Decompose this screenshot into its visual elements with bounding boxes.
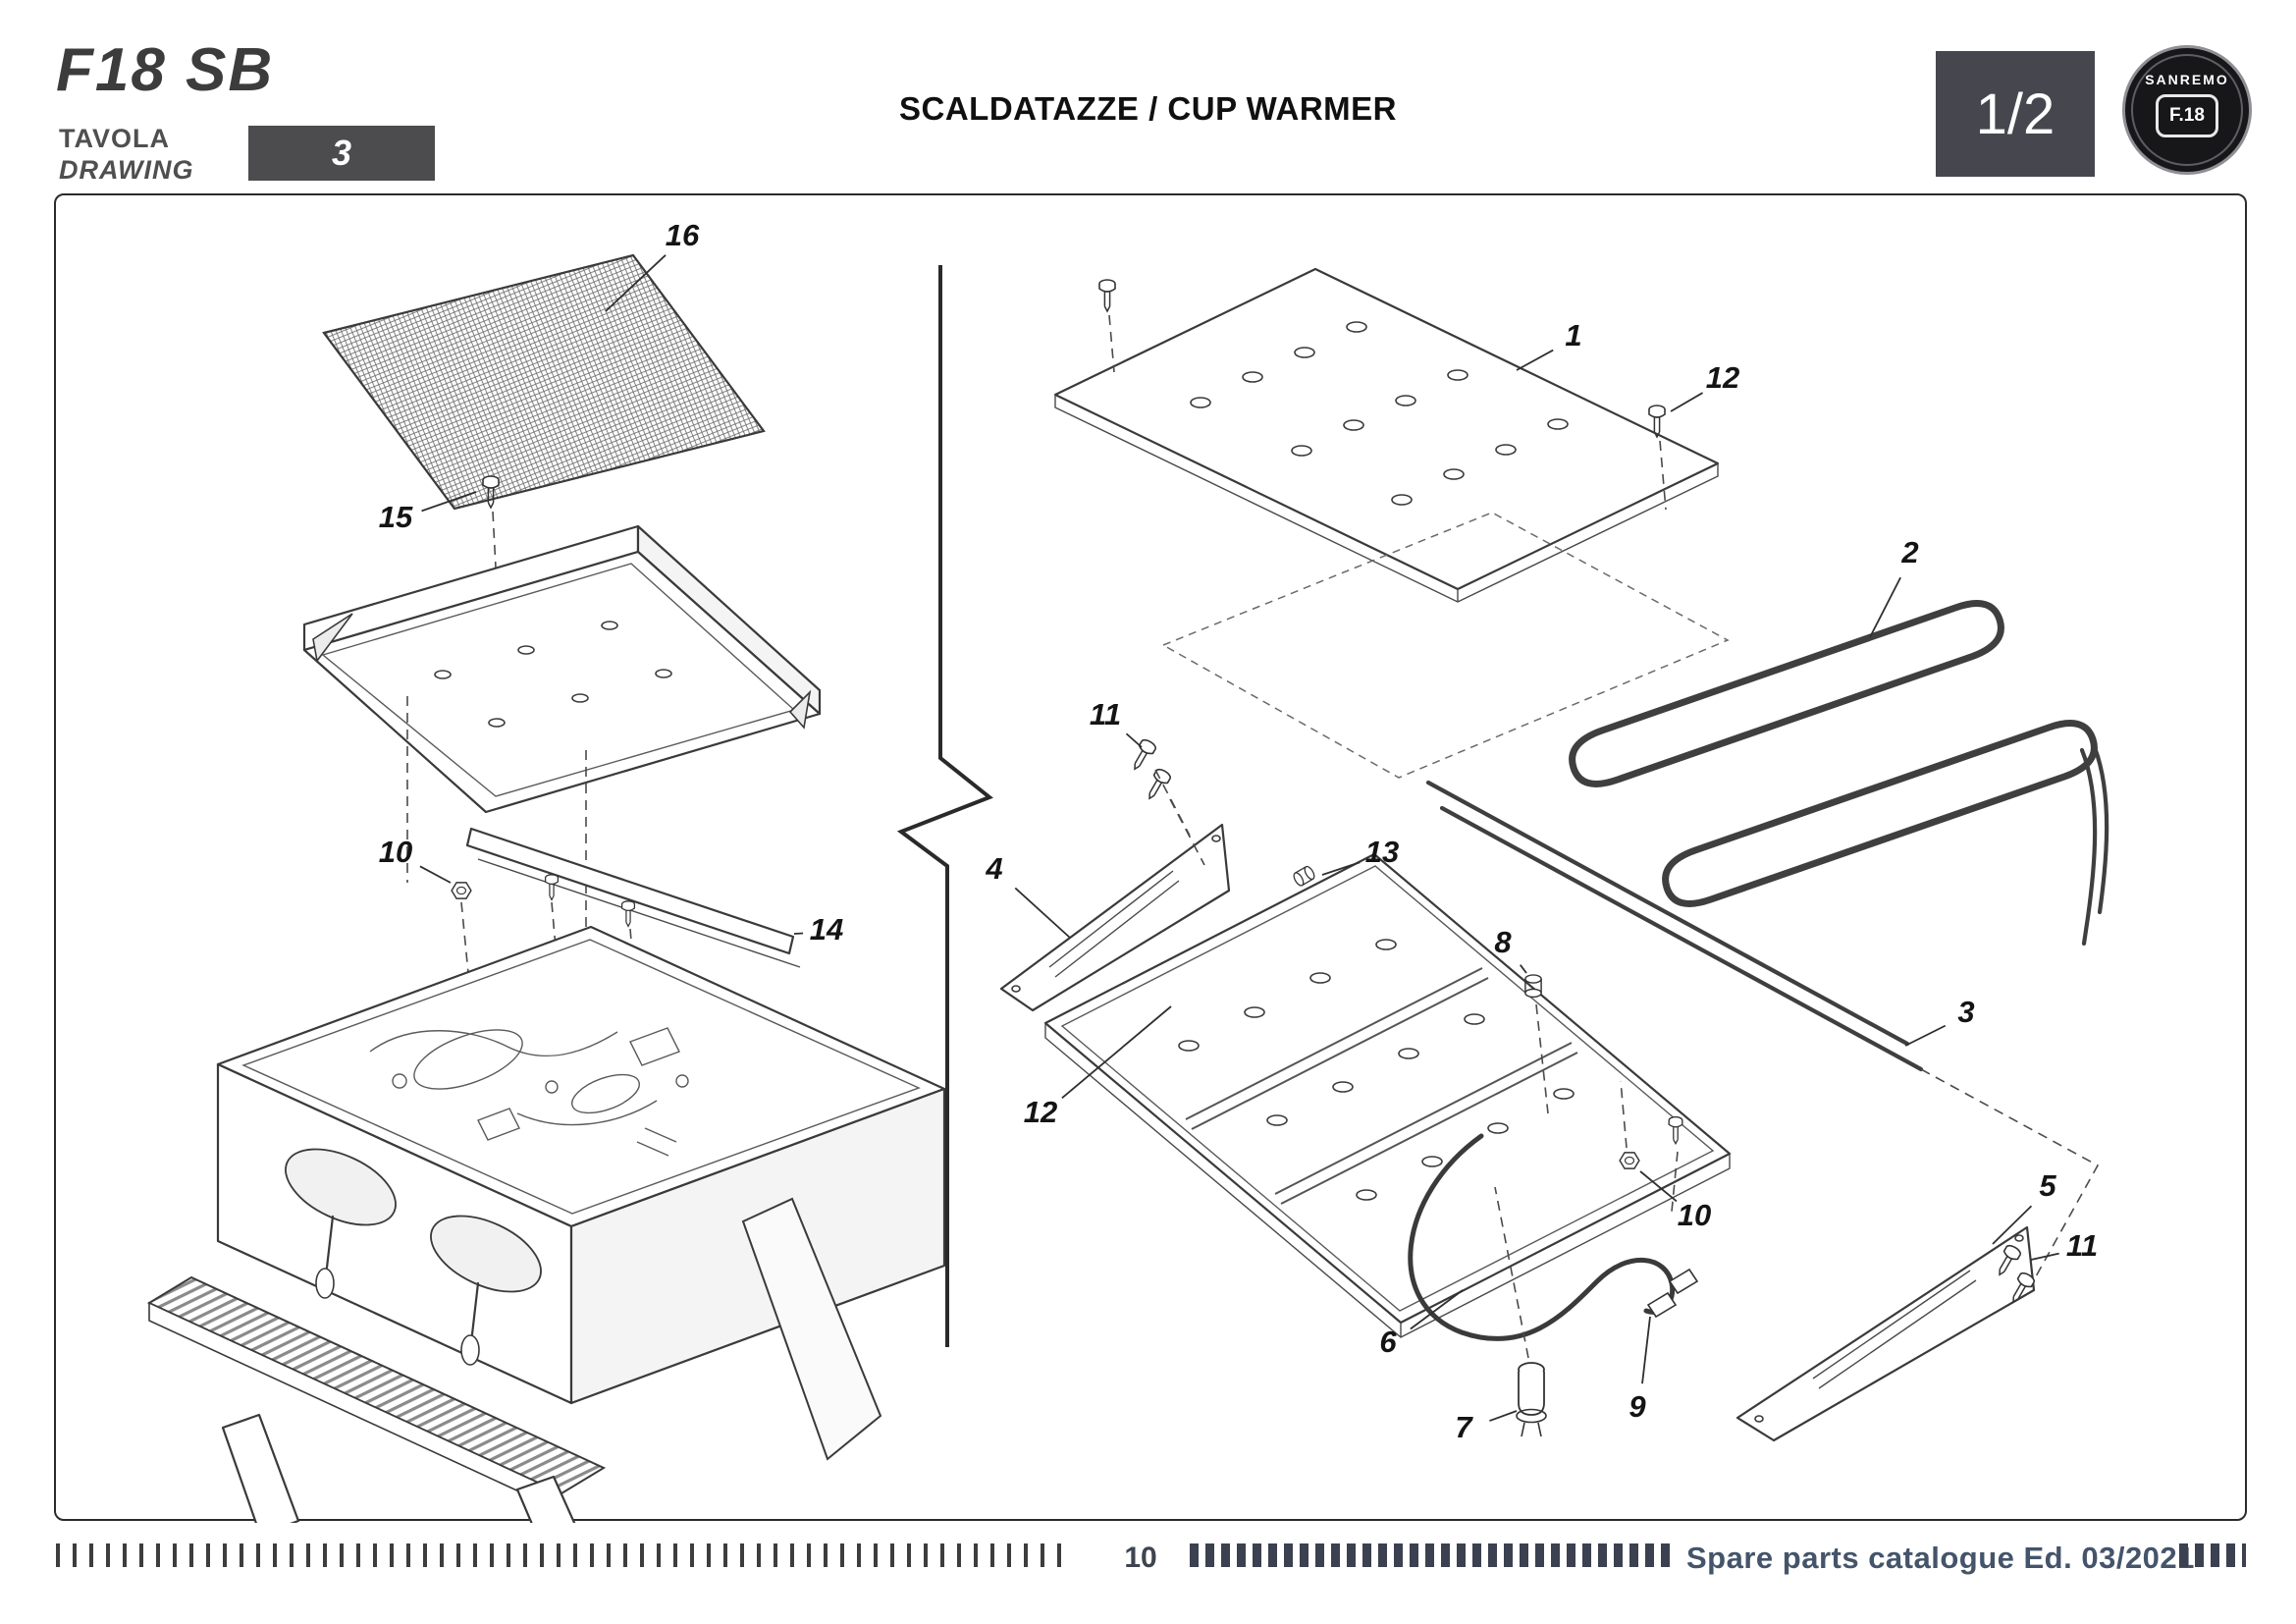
leader-line-1 (1516, 349, 1554, 371)
part-screw-top (1098, 279, 1116, 373)
callout-leader-lines (419, 254, 2059, 1422)
footer-barcode-mid (1190, 1543, 1671, 1567)
exploded-diagram (146, 253, 2109, 1523)
part-warmer-tray (1043, 852, 1732, 1338)
sheet-indicator-badge: 1/2 (1936, 51, 2095, 177)
part-screw-12-top (1648, 405, 1667, 511)
table-number-badge: 3 (248, 126, 435, 181)
part-bracket-left (999, 823, 1231, 1012)
leader-line-3 (1904, 1024, 1947, 1047)
logo-ring (2131, 54, 2243, 166)
part-top-panel (1053, 267, 1720, 603)
assembly-ghost-outline (1161, 512, 1730, 779)
footer-page-number: 10 (1124, 1542, 1157, 1574)
table-label: TAVOLA (59, 124, 170, 153)
leader-line-13 (1321, 861, 1361, 876)
part-foot-spacer-8 (1524, 974, 1549, 1114)
footer-barcode-left (56, 1543, 1067, 1567)
leader-line-14 (793, 932, 804, 935)
leader-line-16 (605, 254, 667, 312)
page-title: SCALDATAZZE / CUP WARMER (899, 90, 1397, 127)
divider-line (896, 265, 993, 1347)
logo-brand-text: SANREMO (2145, 72, 2229, 87)
leader-line-15 (421, 491, 477, 513)
part-bracket-right (1735, 1225, 2036, 1442)
part-tray-assembly (302, 524, 822, 927)
leader-line-10 (1639, 1170, 1678, 1203)
part-power-cable (1408, 1133, 1699, 1341)
part-spacer-13 (1291, 864, 1317, 889)
part-heating-element (1569, 600, 2109, 947)
leader-line-8 (1519, 964, 1527, 974)
part-nut-10-left (451, 882, 472, 974)
footer-edition-text: Spare parts catalogue Ed. 03/2021 (1686, 1541, 2195, 1575)
part-nut-10-right (1619, 1080, 1683, 1213)
leader-line-12 (1670, 392, 1703, 412)
machine-body-drawing (146, 925, 946, 1523)
leader-line-11 (1125, 732, 1143, 748)
part-mesh-cover (322, 253, 766, 511)
brand-logo: SANREMO F.18 (2122, 45, 2252, 175)
part-support-rod (1425, 780, 2100, 1286)
footer-barcode-right (2179, 1543, 2246, 1567)
leader-line-9 (1641, 1316, 1651, 1384)
part-screws-11-left (1127, 736, 1205, 866)
drawing-label: DRAWING (59, 155, 194, 185)
logo-badge-text: F.18 (2156, 94, 2218, 137)
leader-line-12 (1061, 1005, 1172, 1099)
diagram-frame (54, 193, 2247, 1523)
leader-line-7 (1489, 1410, 1518, 1422)
leader-line-11 (2030, 1252, 2059, 1261)
leader-line-2 (1869, 576, 1901, 638)
leader-line-4 (1014, 887, 1071, 939)
leader-line-10 (419, 865, 452, 884)
leader-line-6 (1410, 1289, 1464, 1330)
part-thermostat-7 (1494, 1186, 1547, 1437)
leader-line-5 (1992, 1205, 2033, 1245)
model-title: F18 SB (56, 36, 275, 104)
